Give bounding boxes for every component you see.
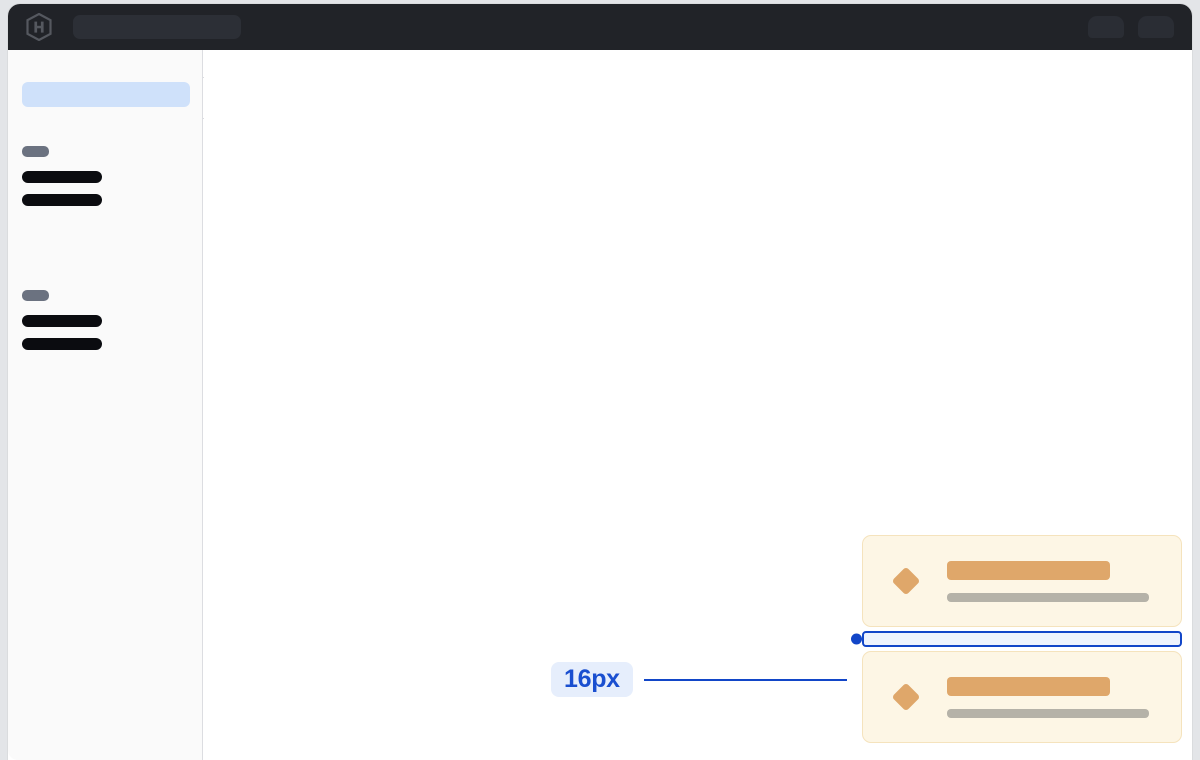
item-card[interactable] (862, 535, 1182, 627)
sidebar-group-2 (22, 290, 102, 361)
app-window: 16px (8, 4, 1192, 760)
sidebar-item-2-2[interactable] (22, 338, 102, 350)
item-card[interactable] (862, 651, 1182, 743)
canvas-area: 16px (204, 50, 1192, 760)
measurement-anchor-dot (851, 633, 862, 645)
sidebar-item-selected[interactable] (22, 82, 190, 107)
card-subtitle-placeholder (947, 592, 1149, 602)
diamond-icon (892, 567, 920, 595)
sidebar-item-2-1[interactable] (22, 315, 102, 327)
hashicorp-hexagon-logo-icon[interactable] (26, 13, 52, 41)
sidebar-group-2-label (22, 290, 49, 301)
card-title-placeholder (947, 560, 1110, 580)
topbar-chip-2[interactable] (1138, 16, 1174, 38)
measurement-value-badge[interactable]: 16px (551, 662, 633, 697)
card-subtitle-placeholder (947, 708, 1149, 718)
card-title-placeholder (947, 676, 1110, 696)
body-area: 16px (8, 50, 1192, 760)
card-text-lines (947, 676, 1163, 718)
top-bar (8, 4, 1192, 50)
card-stack (851, 535, 1182, 743)
measurement-leader-line (644, 679, 847, 681)
sidebar (8, 50, 203, 760)
sidebar-item-1-1[interactable] (22, 171, 102, 183)
diamond-icon (892, 683, 920, 711)
topbar-chip-1[interactable] (1088, 16, 1124, 38)
sidebar-group-1 (22, 146, 102, 217)
card-text-lines (947, 560, 1163, 602)
gap-measurement-strip[interactable] (851, 631, 1182, 647)
sidebar-group-1-label (22, 146, 49, 157)
search-input[interactable] (73, 15, 241, 39)
sidebar-item-1-2[interactable] (22, 194, 102, 206)
